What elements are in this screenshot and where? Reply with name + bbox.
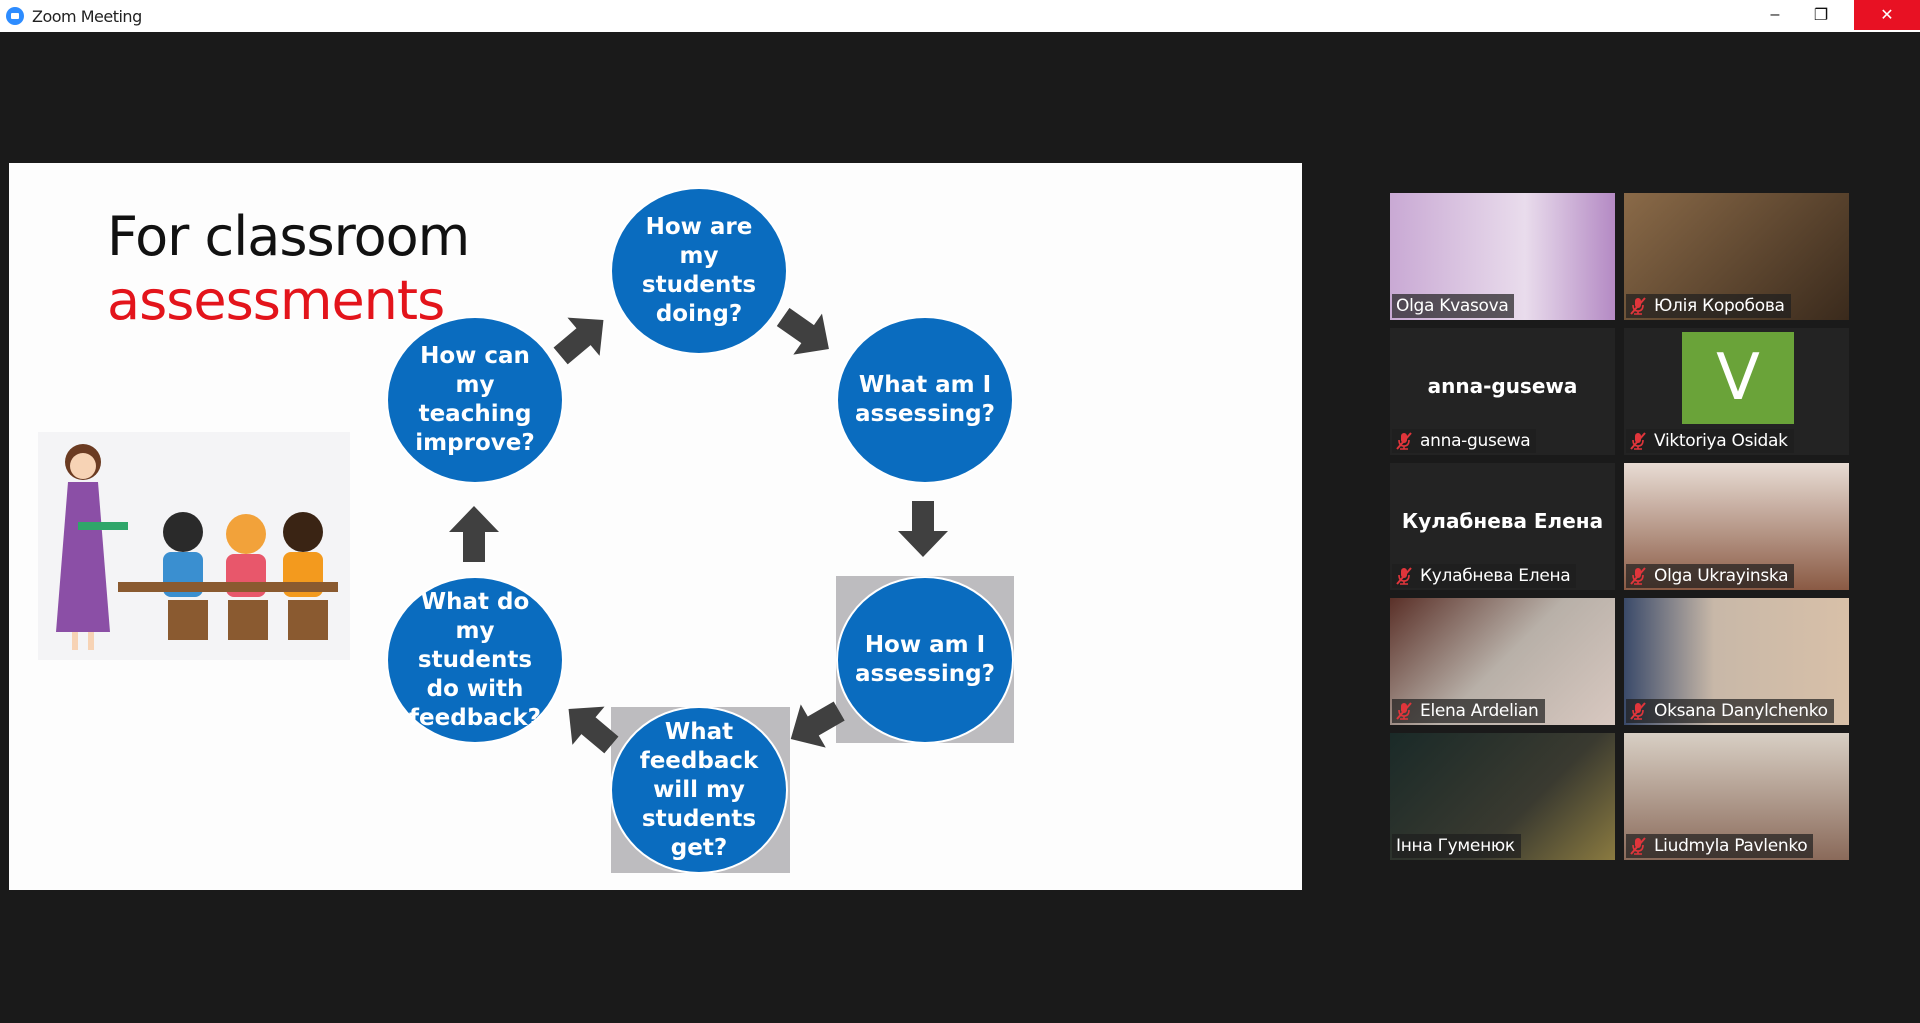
cycle-step-2: What am I assessing? [836,316,1014,484]
title-bar: Zoom Meeting – ❐ ✕ [0,0,1920,32]
arrow-left-icon [790,701,845,748]
cycle-step-3: How am I assessing? [836,576,1014,744]
arrow-down-icon [898,501,948,557]
muted-microphone-icon [1630,297,1646,315]
close-button[interactable]: ✕ [1854,0,1920,30]
participant-name: Інна Гуменюк [1396,836,1515,856]
participant-display-name: anna-gusewa [1427,374,1578,398]
window-title: Zoom Meeting [32,6,142,26]
muted-microphone-icon [1630,702,1646,720]
participant-name-label: Кулабнева Елена [1392,564,1577,588]
cycle-step-4: What feedback will my students get? [610,706,788,874]
cycle-step-5: What do my students do with feedback? [386,576,564,744]
muted-microphone-icon [1630,567,1646,585]
participant-name: anna-gusewa [1420,431,1531,451]
participant-name-label: Oksana Danylchenko [1626,699,1834,723]
participant-name-label: Elena Ardelian [1392,699,1545,723]
participant-display-name: Кулабнева Елена [1401,509,1604,533]
muted-microphone-icon [1630,837,1646,855]
zoom-logo-icon [6,7,24,25]
participant-name-label: Viktoriya Osidak [1626,429,1794,453]
participant-name: Olga Kvasova [1396,296,1509,316]
slide-title-line1: For classroom [107,205,470,268]
participant-avatar: V [1682,332,1794,424]
minimize-button[interactable]: – [1770,6,1780,23]
participant-name: Viktoriya Osidak [1654,431,1788,451]
participant-tile[interactable]: Elena Ardelian [1390,598,1615,725]
participant-name: Кулабнева Елена [1420,566,1571,586]
arrow-right-icon [776,307,829,355]
participant-tile[interactable]: Юлія Коробова [1624,193,1849,320]
shared-screen-slide: For classroom assessments How are my stu… [9,163,1302,890]
participant-name: Elena Ardelian [1420,701,1539,721]
participant-tile[interactable]: anna-gusewa anna-gusewa [1390,328,1615,455]
arrow-up-icon [449,506,499,562]
muted-microphone-icon [1396,432,1412,450]
participant-tile[interactable]: Olga Ukrayinska [1624,463,1849,590]
cycle-step-1: How are my students doing? [610,187,788,355]
muted-microphone-icon [1396,702,1412,720]
participant-name: Oksana Danylchenko [1654,701,1828,721]
arrow-right-icon [553,317,604,365]
participant-name: Olga Ukrayinska [1654,566,1789,586]
participant-name-label: anna-gusewa [1392,429,1537,453]
participant-tile[interactable]: V Viktoriya Osidak [1624,328,1849,455]
restore-button[interactable]: ❐ [1813,7,1829,24]
participant-name: Юлія Коробова [1654,296,1785,316]
slide-title-line2: assessments [107,269,445,332]
participant-tile[interactable]: Інна Гуменюк [1390,733,1615,860]
arrow-left-icon [568,706,619,754]
participant-name-label: Liudmyla Pavlenko [1626,834,1814,858]
participant-name-label: Olga Ukrayinska [1626,564,1795,588]
participant-tile[interactable]: Oksana Danylchenko [1624,598,1849,725]
cycle-step-6: How can my teaching improve? [386,316,564,484]
participant-name-label: Інна Гуменюк [1392,834,1521,858]
participant-tile[interactable]: Liudmyla Pavlenko [1624,733,1849,860]
participant-name-label: Юлія Коробова [1626,294,1791,318]
participant-tile[interactable]: Olga Kvasova [1390,193,1615,320]
slide-title: For classroom assessments [107,205,470,333]
muted-microphone-icon [1396,567,1412,585]
teacher-students-illustration [38,432,350,660]
participant-name-label: Olga Kvasova [1392,294,1515,318]
muted-microphone-icon [1630,432,1646,450]
participant-name: Liudmyla Pavlenko [1654,836,1808,856]
